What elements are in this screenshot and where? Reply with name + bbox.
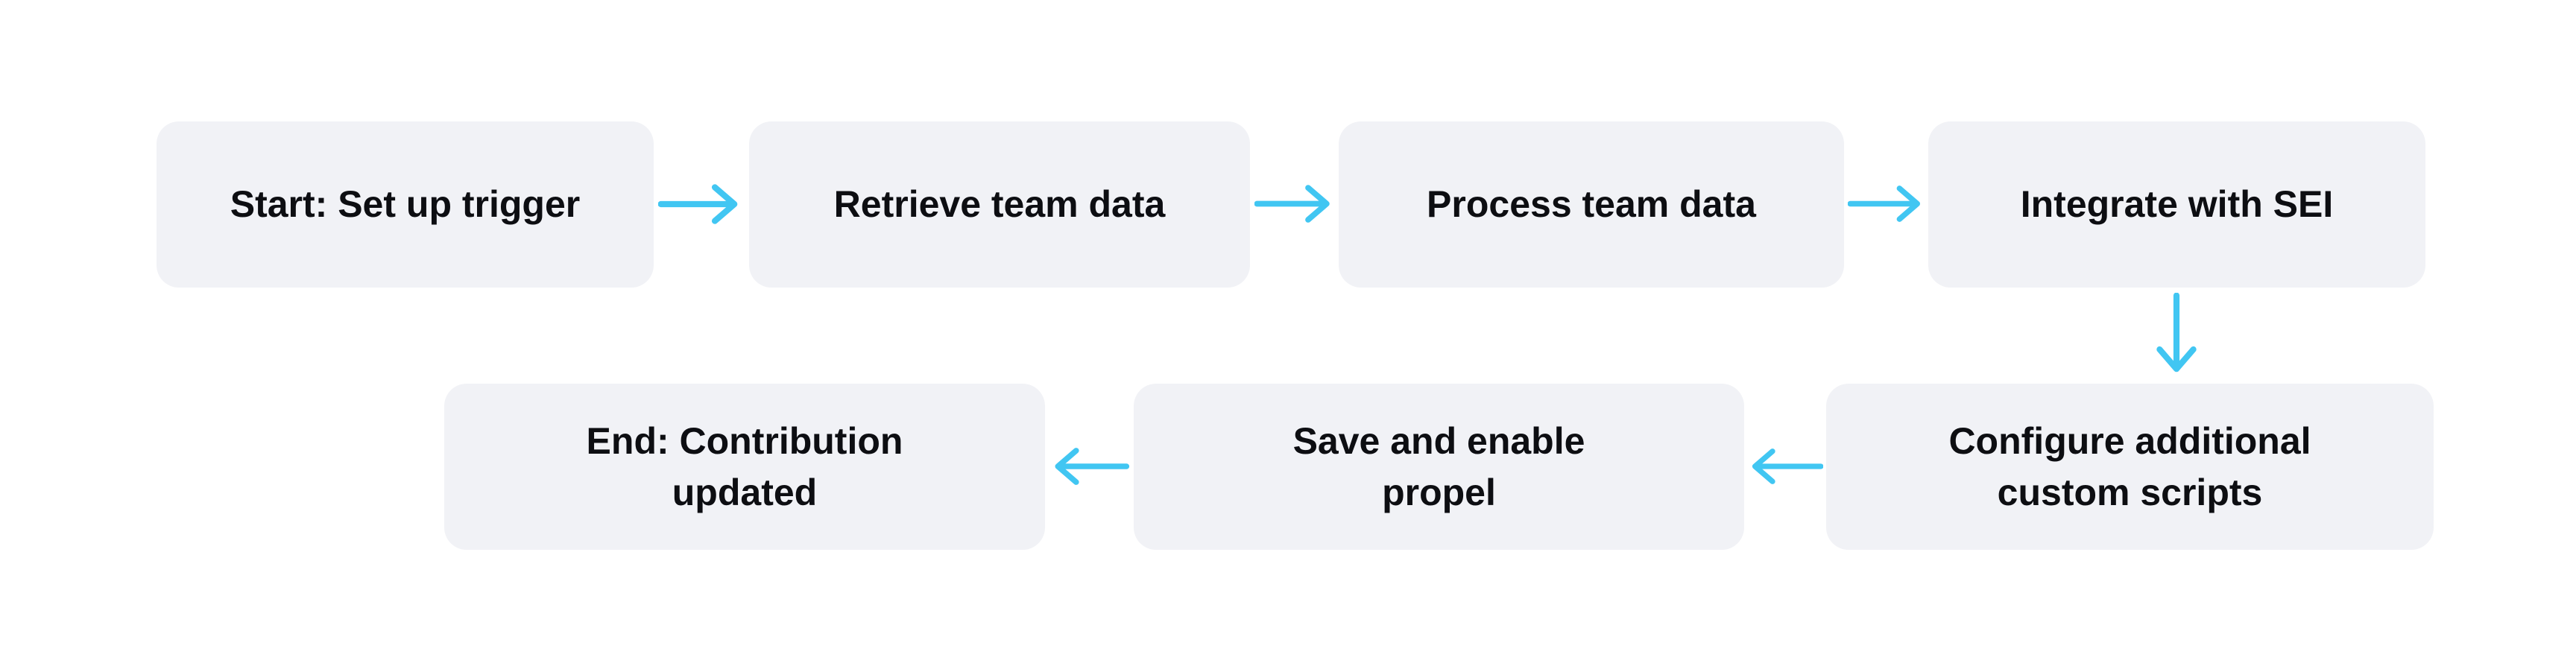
arrow-left-icon xyxy=(1049,446,1129,486)
flow-node-integrate-with-sei: Integrate with SEI xyxy=(1928,121,2425,288)
flow-node-end-label: End: Contribution updated xyxy=(586,419,903,513)
flow-node-integrate-label: Integrate with SEI xyxy=(2020,183,2334,225)
flow-node-configure-custom-scripts: Configure additional custom scripts xyxy=(1826,384,2434,550)
flow-node-process-label: Process team data xyxy=(1427,183,1756,225)
arrow-right-icon xyxy=(658,183,743,226)
flow-node-end: End: Contribution updated xyxy=(444,384,1045,550)
flow-node-configure-label: Configure additional custom scripts xyxy=(1948,419,2311,513)
arrow-right-icon xyxy=(1848,184,1925,223)
flow-node-start-label: Start: Set up trigger xyxy=(230,183,581,225)
arrow-left-icon xyxy=(1747,447,1823,486)
flow-node-save-label: Save and enable propel xyxy=(1292,419,1585,513)
arrow-right-icon xyxy=(1254,183,1335,224)
flow-node-retrieve-label: Retrieve team data xyxy=(833,183,1166,225)
flow-node-save-and-enable-propel: Save and enable propel xyxy=(1134,384,1744,550)
flow-node-start: Start: Set up trigger xyxy=(157,121,654,288)
flow-node-process-team-data: Process team data xyxy=(1339,121,1844,288)
flow-node-retrieve-team-data: Retrieve team data xyxy=(749,121,1250,288)
arrow-down-icon xyxy=(2155,293,2198,378)
